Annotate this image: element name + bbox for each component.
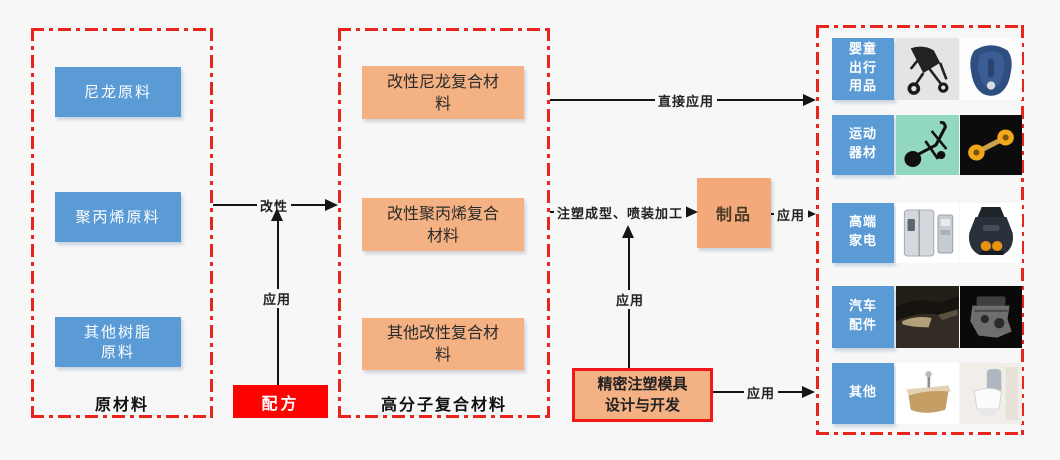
finished-product-box: 制品 [697,178,771,248]
formula-box: 配方 [233,385,328,418]
arrowhead-mold-application [802,386,815,398]
category-others: 其他 [832,363,894,424]
car-front-image [896,286,959,348]
label-product-application: 应用 [774,205,809,224]
label-mold-to-molding: 应用 [613,290,648,309]
polypropylene-raw-material-box: 聚丙烯原料 [55,192,181,242]
label-molding-process: 注塑成型、喷装加工 [554,203,687,222]
elliptical-trainer-image [896,115,959,175]
raw-materials-panel-title: 原材料 [94,395,149,414]
bathroom-vanity-image [896,363,959,424]
label-direct-application: 直接应用 [655,91,718,110]
child-safety-seat-image [960,38,1022,100]
stroller-image [896,38,959,100]
arrowhead-molding-process [685,206,698,218]
category-sports-equipment: 运动 器材 [832,115,894,175]
modified-polypropylene-composite-box: 改性聚丙烯复合 材料 [362,198,524,251]
modified-nylon-composite-box: 改性尼龙复合材 料 [362,66,524,119]
engine-image [960,286,1022,348]
coffee-machine-image [960,203,1022,263]
arrowhead-formula-up [271,208,283,221]
category-baby-travel-products: 婴童 出行 用品 [832,38,894,100]
precision-mold-design-box: 精密注塑模具 设计与开发 [572,368,713,422]
other-resin-raw-material-box: 其他树脂 原料 [55,317,181,367]
label-formula-apply: 应用 [260,289,295,308]
composite-panel-title: 高分子复合材料 [380,395,507,414]
label-mold-application: 应用 [744,383,779,402]
smart-toilet-image [960,363,1022,424]
refrigerator-image [896,203,959,263]
category-auto-parts: 汽车 配件 [832,286,894,348]
nylon-raw-material-box: 尼龙原料 [55,67,181,117]
category-high-end-appliances: 高端 家电 [832,203,894,263]
dumbbells-image [960,115,1022,175]
arrowhead-mold-up [622,225,634,238]
arrowhead-raw-to-composite [325,199,338,211]
other-modified-composite-box: 其他改性复合材 料 [362,318,524,370]
arrowhead-direct-application [803,94,816,106]
